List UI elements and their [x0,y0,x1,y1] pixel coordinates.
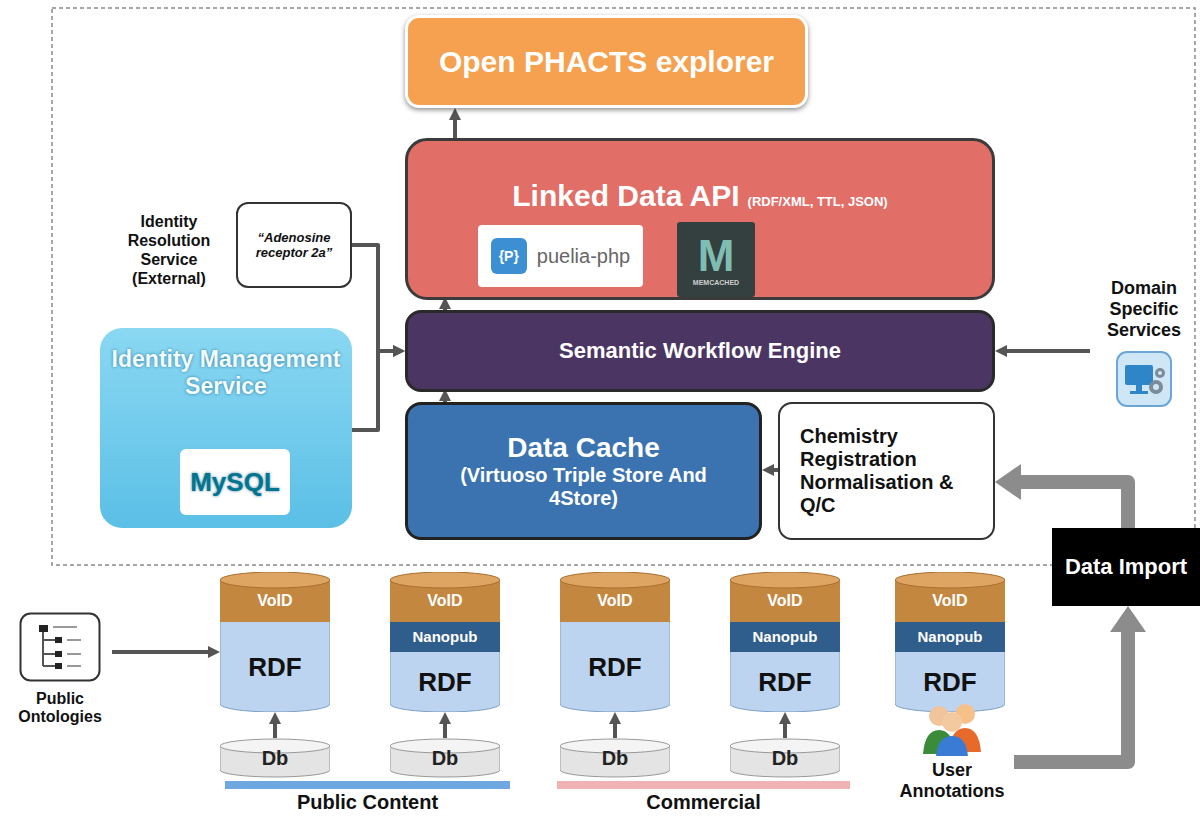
system-boundary [52,8,1195,565]
node-text: MySQL [190,467,280,498]
node-text: Chemistry Registration Normalisation & Q… [800,425,973,517]
db-cylinder: Db [390,738,500,778]
node-text: Public Ontologies [8,690,112,726]
node-text: VoID [257,580,292,622]
rdf-cylinder: VoIDNanopubRDF [730,572,840,712]
connector-arrow [613,724,617,738]
db-cylinder: Db [220,738,330,778]
logo-box: {P} puelia-php [478,225,643,287]
node-text: MEMCACHED [693,279,739,286]
connector-arrow [352,245,393,351]
connector-arrow [1014,632,1128,762]
node-text: Db [772,747,799,770]
connector-arrow [1021,482,1128,528]
connector-arrow [273,724,277,738]
users-node: User Annotations [890,700,1014,812]
commercial-bar [557,781,850,789]
node-text: (RDF/XML, TTL, JSON) [748,194,888,209]
node-text: Db [262,747,289,770]
connector-arrow [352,351,393,430]
node-text: Db [602,747,629,770]
node-text: User Annotations [890,760,1014,802]
connector-arrow [112,650,208,654]
ontology-icon [19,612,101,682]
node-text: Linked Data API [512,179,739,213]
node-text: Semantic Workflow Engine [559,338,841,364]
node-text: Nanopub [918,622,983,652]
connector-arrow [453,120,457,138]
annotation-label: Commercial [557,791,850,813]
connector-arrow [443,724,447,738]
logo-box: MMEMCACHED [677,222,755,297]
service-icon-node: Domain Specific Services [1090,278,1198,438]
node-text: (Virtuoso Triple Store And 4Store) [428,464,739,510]
node-text: RDF [758,652,811,712]
node-text: Data Cache [507,432,660,464]
node-text: puelia-php [537,245,630,268]
node-text: Open PHACTS explorer [439,45,774,79]
db-cylinder: Db [560,738,670,778]
node-text: “Adenosine receptor 2a” [244,230,344,260]
node-text: {P} [491,238,527,274]
db-cylinder: Db [730,738,840,778]
import-box: Data Import [1052,528,1200,606]
rdf-cylinder: VoIDRDF [220,572,330,712]
services-icon [1116,351,1172,407]
node-text: VoID [597,580,632,622]
cache-box: Data Cache(Virtuoso Triple Store And 4St… [405,402,762,540]
logo-box: MySQL [180,449,290,515]
node-text: RDF [923,652,976,712]
public-bar [225,781,510,789]
annotation-label: Public Content [225,791,510,813]
node-text: Identity Management Service [100,346,352,400]
query-box: “Adenosine receptor 2a” [236,202,352,288]
node-text: RDF [248,622,301,712]
process-box: Chemistry Registration Normalisation & Q… [778,402,995,540]
node-text: RDF [588,622,641,712]
explorer-box: Open PHACTS explorer [405,15,808,108]
ontology-node: Public Ontologies [8,612,112,757]
node-text: Nanopub [753,622,818,652]
node-text: Db [432,747,459,770]
node-text: Data Import [1065,554,1187,580]
node-text: M [698,233,735,279]
rdf-cylinder: VoIDNanopubRDF [390,572,500,712]
service-box: Identity Management ServiceMySQL [100,328,352,528]
node-text: Domain Specific Services [1090,278,1198,341]
node-text: VoID [427,580,462,622]
node-text: VoID [932,580,967,622]
node-text: Nanopub [413,622,478,652]
annotation-label: Identity Resolution Service (External) [108,212,230,288]
engine-box: Semantic Workflow Engine [405,310,995,392]
users-icon [907,700,997,756]
api-box: Linked Data API (RDF/XML, TTL, JSON) {P} pu… [405,138,995,300]
rdf-cylinder: VoIDRDF [560,572,670,712]
connector-arrow [783,724,787,738]
node-text: RDF [418,652,471,712]
connector-arrow [1007,349,1090,353]
node-text: VoID [767,580,802,622]
rdf-cylinder: VoIDNanopubRDF [895,572,1005,712]
